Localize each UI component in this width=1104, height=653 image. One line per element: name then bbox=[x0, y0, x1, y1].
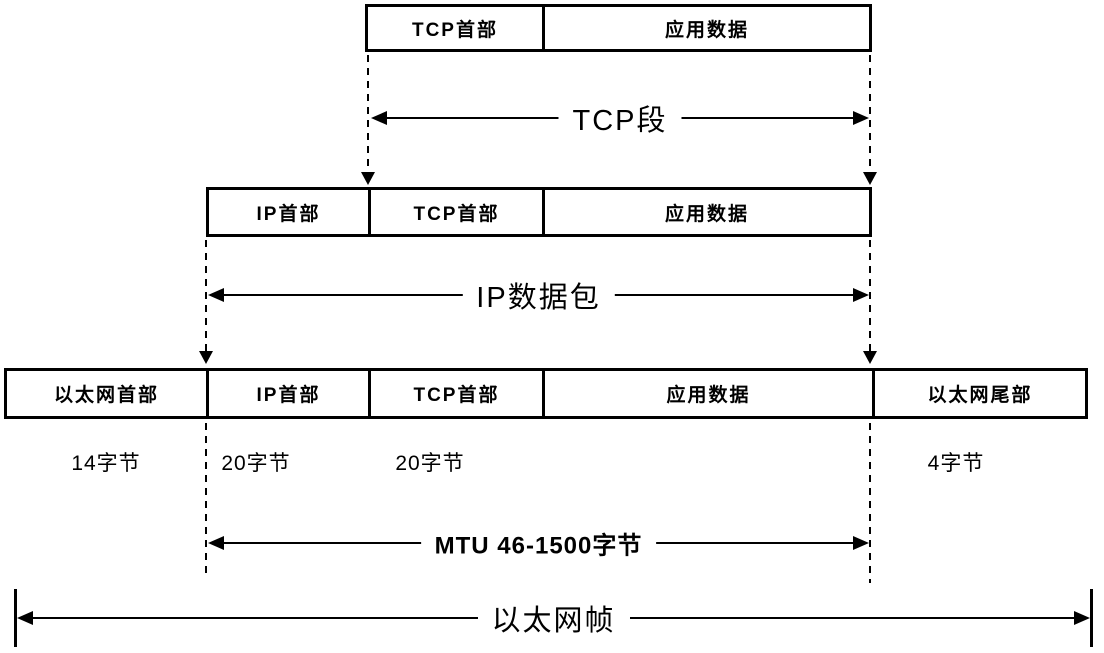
ethernet-frame-span-arrow: 以太网帧 bbox=[17, 597, 1090, 639]
ip-packet-tcp-header-cell: TCP首部 bbox=[371, 190, 545, 234]
tcp-header-size-label: 20字节 bbox=[395, 452, 465, 475]
ip-packet-app-data-cell: 应用数据 bbox=[664, 203, 749, 225]
frame-arrow-left-endbar bbox=[14, 589, 17, 647]
guide-dash-mtu-left bbox=[205, 423, 207, 578]
tcp-segment-box: TCP首部 应用数据 bbox=[365, 4, 872, 52]
down-arrow-icon bbox=[863, 351, 877, 364]
tcp-segment-tcp-header-cell: TCP首部 bbox=[368, 7, 545, 49]
guide-dash-ip-right bbox=[869, 240, 871, 352]
arrowhead-left-icon bbox=[371, 111, 387, 125]
eth-trailer-size-label: 4字节 bbox=[927, 452, 985, 475]
tcp-segment-arrow-label: TCP段 bbox=[558, 97, 682, 139]
arrowhead-right-icon bbox=[853, 536, 869, 550]
guide-dash-tcp-left bbox=[367, 55, 369, 173]
ip-packet-box: IP首部 TCP首部 应用数据 bbox=[206, 187, 872, 237]
ethernet-frame-arrow-label: 以太网帧 bbox=[477, 597, 630, 639]
arrowhead-left-icon bbox=[17, 611, 33, 625]
tcp-segment-app-data-cell: 应用数据 bbox=[664, 19, 749, 41]
arrowhead-left-icon bbox=[208, 536, 224, 550]
eth-frame-app-data-cell: 应用数据 bbox=[545, 371, 875, 416]
ip-packet-arrow-label: IP数据包 bbox=[462, 274, 615, 316]
guide-dash-mtu-right bbox=[869, 423, 871, 583]
arrowhead-right-icon bbox=[853, 288, 869, 302]
eth-frame-eth-trailer-cell: 以太网尾部 bbox=[927, 385, 1033, 406]
down-arrow-icon bbox=[361, 172, 375, 185]
guide-dash-tcp-right bbox=[869, 55, 871, 173]
arrowhead-right-icon bbox=[853, 111, 869, 125]
arrowhead-left-icon bbox=[208, 288, 224, 302]
ip-packet-span-arrow: IP数据包 bbox=[208, 274, 869, 316]
arrowhead-right-icon bbox=[1074, 611, 1090, 625]
frame-arrow-right-endbar bbox=[1090, 589, 1093, 647]
guide-dash-ip-left bbox=[205, 240, 207, 352]
eth-frame-tcp-header-cell: TCP首部 bbox=[371, 371, 545, 416]
tcp-segment-span-arrow: TCP段 bbox=[371, 97, 869, 139]
mtu-span-arrow: MTU 46-1500字节 bbox=[208, 525, 869, 561]
down-arrow-icon bbox=[863, 172, 877, 185]
ethernet-frame-box: 以太网首部 IP首部 TCP首部 应用数据 以太网尾部 bbox=[4, 368, 1088, 419]
eth-header-size-label: 14字节 bbox=[71, 452, 141, 475]
eth-frame-ip-header-cell: IP首部 bbox=[209, 371, 371, 416]
eth-frame-eth-header-cell: 以太网首部 bbox=[7, 371, 209, 416]
down-arrow-icon bbox=[199, 351, 213, 364]
ip-header-size-label: 20字节 bbox=[221, 452, 291, 475]
mtu-arrow-label: MTU 46-1500字节 bbox=[420, 525, 657, 561]
ip-packet-ip-header-cell: IP首部 bbox=[209, 190, 371, 234]
